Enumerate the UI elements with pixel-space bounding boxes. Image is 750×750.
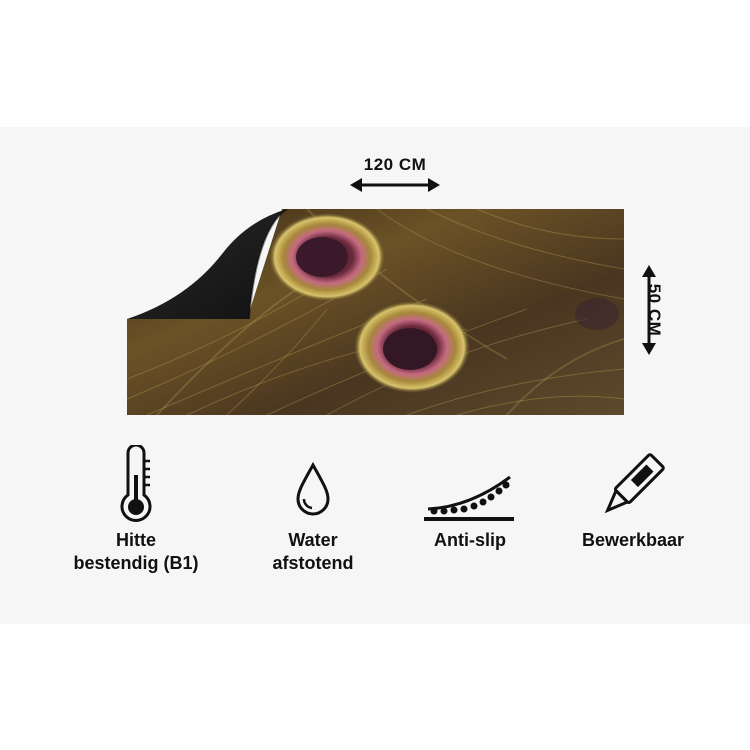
cutter-knife-icon <box>604 453 665 514</box>
feature-label-line1: Anti-slip <box>434 530 506 550</box>
feature-label-line1: Water <box>288 530 338 550</box>
width-dimension: 120 CM <box>350 155 440 200</box>
feature-heat-resistant: Hitte bestendig (B1) <box>51 445 221 575</box>
thermometer-icon <box>120 445 152 522</box>
feature-label-line2: afstotend <box>272 553 354 573</box>
feature-label-line1: Hitte <box>116 530 156 550</box>
height-label: 50 CM <box>645 283 664 337</box>
feature-label-line1: Bewerkbaar <box>581 530 685 550</box>
water-drop-icon <box>296 461 330 516</box>
peacock-feather-mat-image <box>127 209 624 415</box>
vertical-arrow-icon <box>642 265 656 355</box>
feature-water-repellent: Water afstotend <box>228 445 398 575</box>
feature-label-line2: bestendig (B1) <box>73 553 199 573</box>
width-label: 120 CM <box>363 155 427 174</box>
height-dimension: 50 CM <box>636 265 666 355</box>
horizontal-arrow-icon <box>350 178 440 192</box>
feature-workable: Bewerkbaar <box>548 445 718 552</box>
feature-anti-slip: Anti-slip <box>385 445 555 552</box>
anti-slip-icon <box>424 475 514 521</box>
